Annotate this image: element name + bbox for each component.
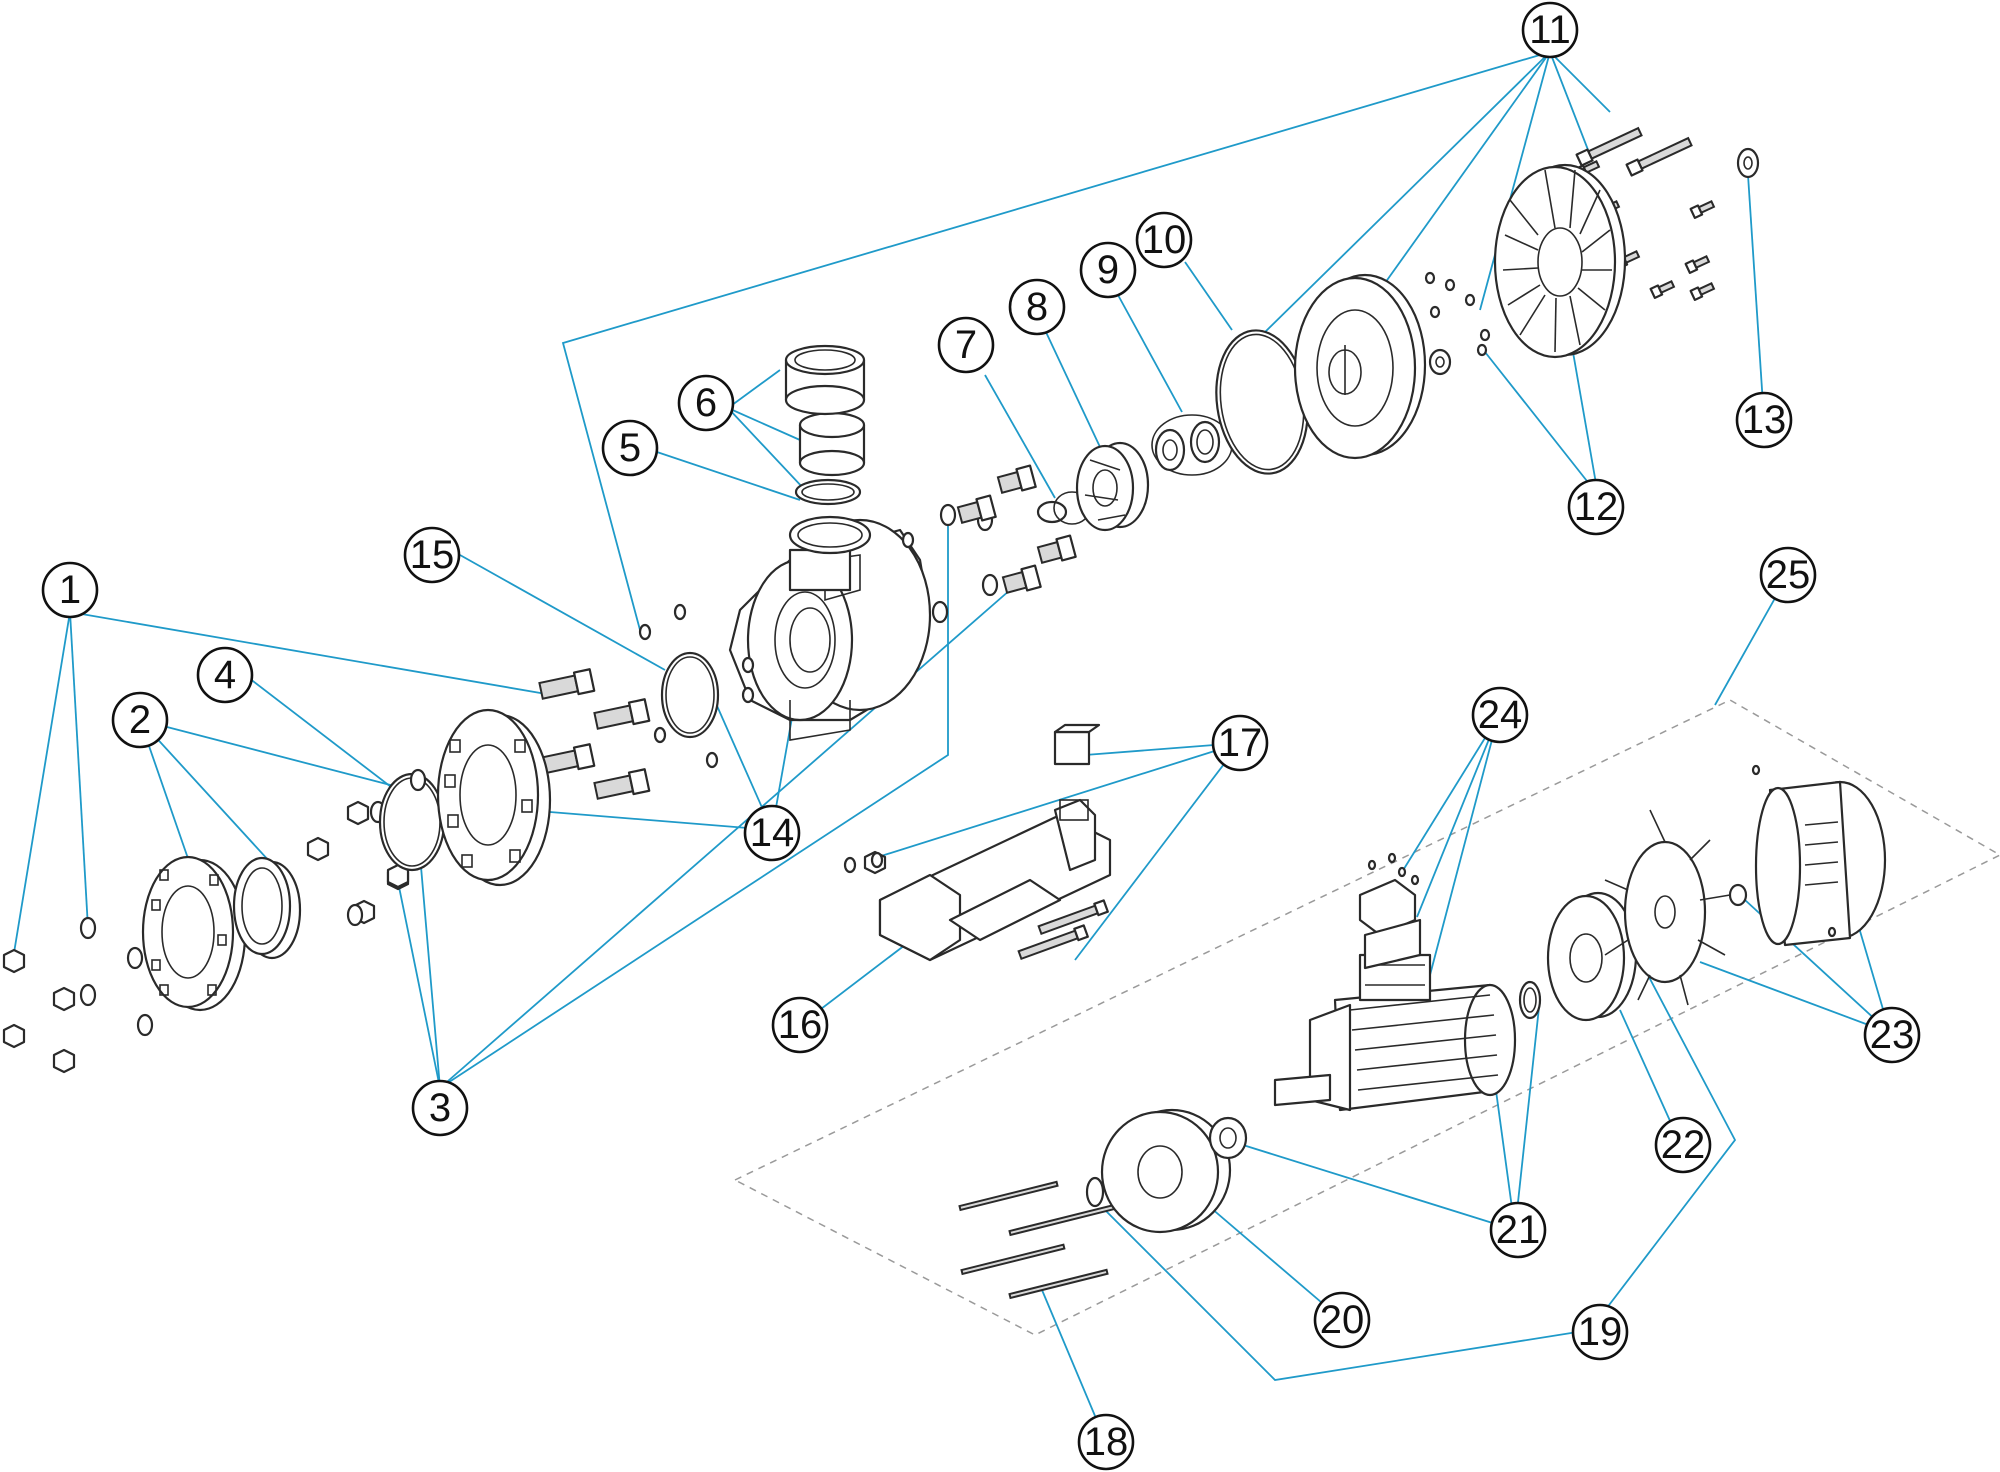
callout-6-label: 6 xyxy=(695,381,717,425)
callout-11: 11 xyxy=(1521,1,1579,59)
block-studs-part17 xyxy=(1017,723,1109,961)
cooling-fan-part23 xyxy=(1604,764,1887,1006)
mechanical-seal-part9 xyxy=(1151,414,1233,476)
callout-18-label: 18 xyxy=(1084,1420,1129,1464)
washer-part13 xyxy=(1736,147,1760,179)
callout-25: 25 xyxy=(1759,546,1817,604)
inlet-flange-part14 xyxy=(436,708,552,887)
callout-18: 18 xyxy=(1077,1413,1135,1471)
callout-12: 12 xyxy=(1567,478,1625,536)
union-nut-part6 xyxy=(784,344,866,477)
callout-23-label: 23 xyxy=(1870,1013,1915,1057)
motor-body xyxy=(1273,852,1517,1112)
callout-22: 22 xyxy=(1654,1116,1712,1174)
callout-20: 20 xyxy=(1313,1291,1371,1349)
rear-end-shield-part22 xyxy=(1546,891,1638,1022)
callout-11-label: 11 xyxy=(1529,8,1571,52)
callout-19-label: 19 xyxy=(1578,1310,1623,1354)
callout-3: 3 xyxy=(411,1079,469,1137)
impeller-part8 xyxy=(1075,441,1150,532)
callout-21-label: 21 xyxy=(1496,1208,1541,1252)
callout-2: 2 xyxy=(111,691,169,749)
callout-5: 5 xyxy=(601,419,659,477)
callout-2-label: 2 xyxy=(129,698,151,742)
callout-22-label: 22 xyxy=(1661,1123,1706,1167)
callout-21: 21 xyxy=(1489,1201,1547,1259)
bearings-part21 xyxy=(1208,980,1542,1160)
callout-8: 8 xyxy=(1008,278,1066,336)
callout-4-label: 4 xyxy=(214,653,236,697)
screws-part7 xyxy=(956,464,1091,594)
motor-group-boundary xyxy=(733,699,2000,1336)
callout-24: 24 xyxy=(1471,686,1529,744)
callout-9: 9 xyxy=(1079,241,1137,299)
callout-19: 19 xyxy=(1571,1303,1629,1361)
callout-17: 17 xyxy=(1211,714,1269,772)
callout-25-label: 25 xyxy=(1766,553,1811,597)
callout-4: 4 xyxy=(196,646,254,704)
callout-3-label: 3 xyxy=(429,1086,451,1130)
callout-7-label: 7 xyxy=(955,323,977,367)
callout-16: 16 xyxy=(771,996,829,1054)
callout-8-label: 8 xyxy=(1026,285,1048,329)
callout-10: 10 xyxy=(1135,211,1193,269)
callout-15-label: 15 xyxy=(410,533,455,577)
callout-1-label: 1 xyxy=(59,568,81,612)
callout-9-label: 9 xyxy=(1097,248,1119,292)
callout-13-label: 13 xyxy=(1742,398,1787,442)
callout-10-label: 10 xyxy=(1142,218,1187,262)
base-bracket-part16 xyxy=(843,798,1112,962)
callout-7: 7 xyxy=(937,316,995,374)
callout-13: 13 xyxy=(1735,391,1793,449)
callout-15: 15 xyxy=(403,526,461,584)
callout-24-label: 24 xyxy=(1478,693,1523,737)
union-oring-part5 xyxy=(794,478,862,506)
volute-cover-part12 xyxy=(1476,163,1627,359)
callout-14-label: 14 xyxy=(750,811,795,855)
callout-12-label: 12 xyxy=(1574,485,1619,529)
callout-23: 23 xyxy=(1863,1006,1921,1064)
callout-5-label: 5 xyxy=(619,426,641,470)
callout-14: 14 xyxy=(743,804,801,862)
callout-17-label: 17 xyxy=(1218,721,1263,765)
outlet-flange-part2 xyxy=(141,855,302,1012)
callout-20-label: 20 xyxy=(1320,1298,1365,1342)
callout-16-label: 16 xyxy=(778,1003,823,1047)
oring-part15 xyxy=(660,651,720,739)
nuts-washers-bolts-part1 xyxy=(2,668,651,1074)
callout-1: 1 xyxy=(41,561,99,619)
end-shield-part20 xyxy=(1085,1108,1232,1234)
callout-6: 6 xyxy=(677,374,735,432)
pump-housing xyxy=(638,515,932,769)
